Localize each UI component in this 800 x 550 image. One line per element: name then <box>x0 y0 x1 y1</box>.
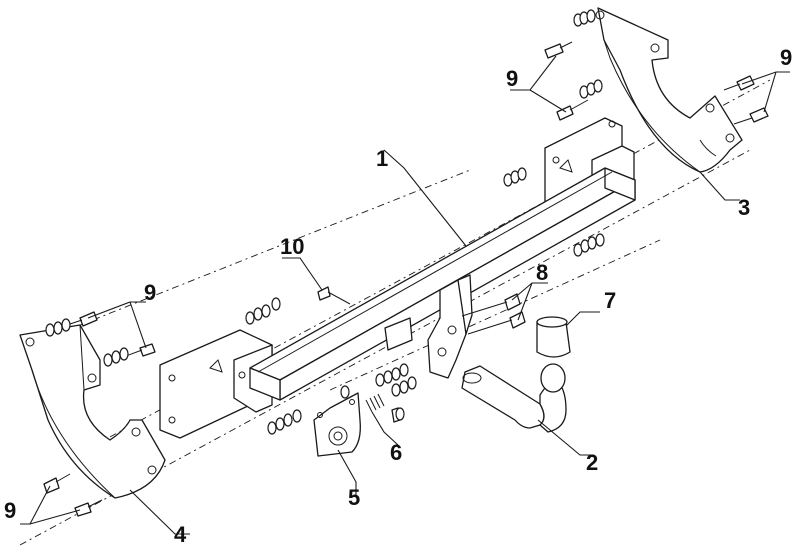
callout-9-right: 9 <box>780 45 792 70</box>
callout-9-top: 9 <box>506 66 518 91</box>
washer-nut-group-top <box>503 9 605 257</box>
callout-10: 10 <box>280 234 304 259</box>
fasteners <box>43 9 769 517</box>
callout-6: 6 <box>390 440 402 465</box>
callout-9-left: 9 <box>144 280 156 305</box>
right-side-bracket <box>595 7 743 173</box>
callout-4: 4 <box>174 522 187 547</box>
callout-5: 5 <box>348 485 360 510</box>
ball-cap <box>536 316 571 358</box>
callout-3: 3 <box>738 195 750 220</box>
callout-1: 1 <box>376 146 388 171</box>
washer-nut-group-left <box>45 297 302 435</box>
callout-labels: 1 2 3 4 5 6 7 8 9 9 9 9 10 <box>4 45 792 547</box>
callout-2: 2 <box>586 450 598 475</box>
leader-lines <box>20 55 790 535</box>
tow-ball-neck <box>461 363 567 433</box>
ball-mount-bracket <box>384 274 473 379</box>
socket-plate <box>313 392 361 457</box>
callout-7: 7 <box>604 288 616 313</box>
spring-bolt <box>365 393 401 423</box>
callout-8: 8 <box>536 260 548 285</box>
left-side-bracket <box>19 324 166 499</box>
callout-9-bottom: 9 <box>4 498 16 523</box>
bolt-10 <box>317 286 351 305</box>
washer-nut-group-center <box>340 363 417 421</box>
